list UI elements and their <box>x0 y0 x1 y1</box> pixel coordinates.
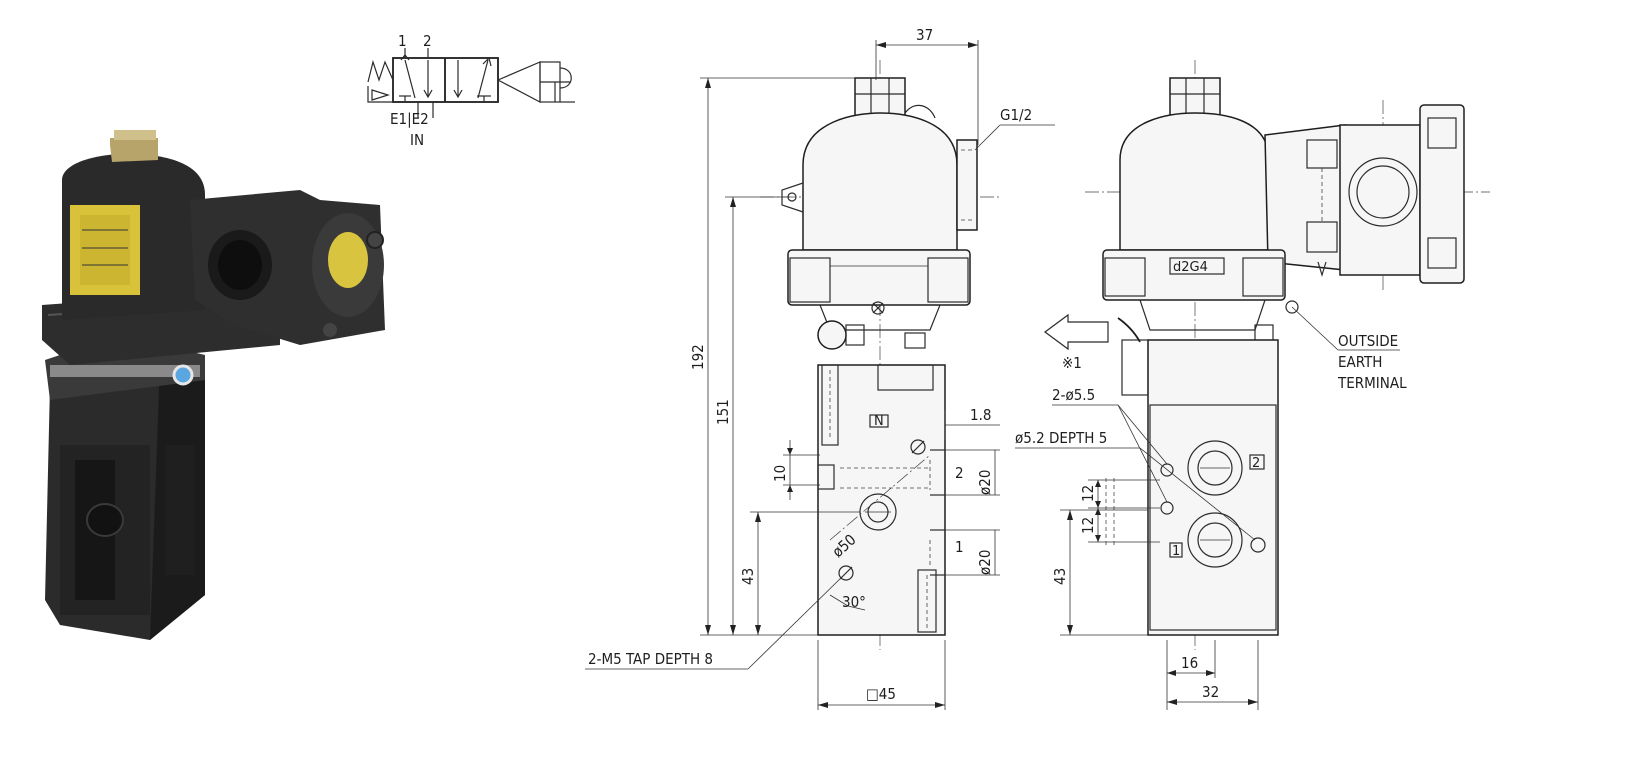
angle-label: 30° <box>842 593 866 611</box>
front-view: N 37 G1/2 <box>585 26 1055 710</box>
dim-side-43: 43 <box>1051 568 1069 585</box>
dim-top-width: 37 <box>916 26 933 44</box>
dim-port1-diameter: ø20 <box>976 550 994 575</box>
dim-height-151: 151 <box>714 399 732 425</box>
front-port-n-tag: N <box>874 414 884 429</box>
dim-10: 10 <box>771 465 789 482</box>
dim-port2-diameter: ø20 <box>976 470 994 495</box>
holes-label: 2-ø5.5 <box>1052 386 1095 404</box>
port-thread-label: G1/2 <box>1000 106 1032 124</box>
dim-gap-1-8: 1.8 <box>970 406 991 424</box>
dim-total-height: 192 <box>689 344 707 370</box>
pneumatic-symbol: 1 2 E1|E2 IN <box>367 32 575 149</box>
symbol-port-1: 1 <box>398 32 407 50</box>
dim-12a: 12 <box>1079 485 1097 502</box>
dim-16: 16 <box>1181 654 1198 672</box>
dim-32: 32 <box>1202 683 1219 701</box>
dim-square-45: □45 <box>866 685 896 703</box>
dim-base-height: 43 <box>739 568 757 585</box>
nameplate: d2G4 <box>1173 260 1208 275</box>
tap-note: 2-M5 TAP DEPTH 8 <box>588 650 713 668</box>
earth-label-3: TERMINAL <box>1337 374 1407 392</box>
symbol-exhaust-ports: E1|E2 <box>390 110 429 128</box>
symbol-port-2: 2 <box>423 32 432 50</box>
earth-label-2: EARTH <box>1338 353 1382 371</box>
front-port-1-label: 1 <box>955 538 964 556</box>
side-view: d2G4 2 1 ※1 OUTSIDE EARTH TERMINAL <box>1015 60 1490 710</box>
side-port-2-tag: 2 <box>1252 456 1260 471</box>
note-mark: ※1 <box>1062 354 1082 372</box>
product-photo <box>42 130 385 640</box>
dim-12b: 12 <box>1079 517 1097 534</box>
front-port-2-label: 2 <box>955 464 964 482</box>
symbol-inlet: IN <box>410 131 424 149</box>
depth-note: ø5.2 DEPTH 5 <box>1015 429 1107 447</box>
earth-label-1: OUTSIDE <box>1338 332 1398 350</box>
side-port-1-tag: 1 <box>1172 544 1180 559</box>
